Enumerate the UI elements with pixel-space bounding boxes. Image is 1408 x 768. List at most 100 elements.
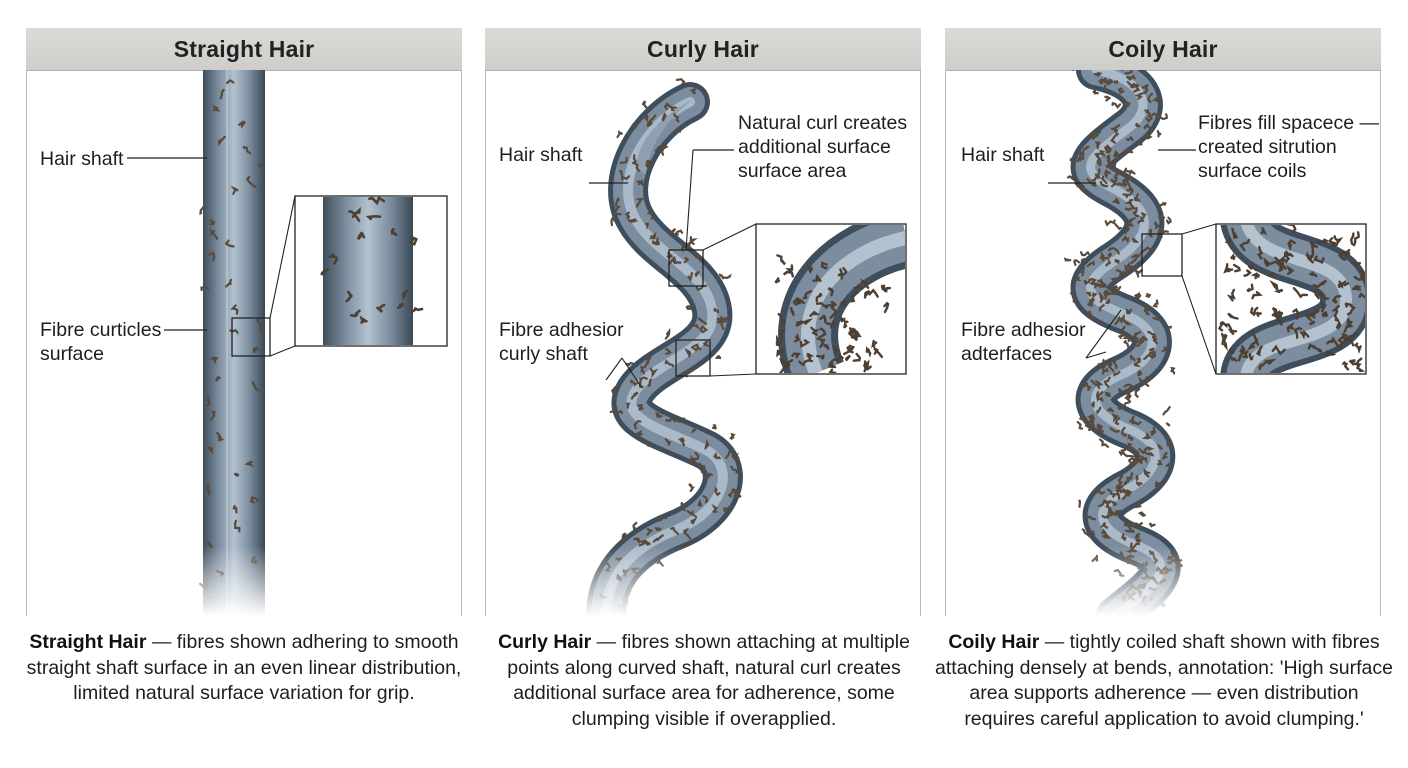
fibre-cluster <box>1143 467 1151 478</box>
fibre-cluster <box>1079 266 1086 277</box>
fibre-cluster <box>729 432 736 440</box>
fibre-cluster <box>670 526 680 536</box>
fibre-cluster <box>1140 211 1147 219</box>
fibre-cluster <box>1100 175 1108 185</box>
fibre-cluster <box>1117 474 1124 485</box>
fibre-cluster <box>1099 438 1110 448</box>
fibre-cluster <box>652 239 660 245</box>
fibre-cluster <box>641 100 649 110</box>
fibre-cluster <box>1237 345 1246 362</box>
fibre-cluster <box>1326 337 1335 345</box>
fibre-cluster <box>616 130 624 139</box>
fibre-cluster <box>655 411 663 419</box>
fibre-cluster <box>1073 259 1081 266</box>
fibre-cluster <box>1158 212 1166 220</box>
fibre-cluster <box>1101 358 1106 368</box>
fibre-cluster <box>825 320 837 330</box>
fibre-cluster <box>1107 362 1115 373</box>
fibre-cluster <box>1256 245 1264 260</box>
fibre-cluster <box>1122 174 1131 186</box>
fibre-cluster <box>645 356 652 365</box>
fibre-cluster <box>795 320 805 327</box>
fibre-cluster <box>703 472 713 479</box>
fibre-cluster <box>1123 520 1132 527</box>
fibre-cluster <box>725 447 734 459</box>
fibre-cluster <box>820 261 828 270</box>
fibre-cluster <box>1088 530 1096 537</box>
hair-shaft <box>203 70 265 616</box>
fibre-cluster <box>1111 197 1120 205</box>
fibre-cluster <box>665 416 677 423</box>
fibre-cluster <box>1312 255 1325 265</box>
fibre-cluster <box>1147 330 1156 339</box>
fibre-cluster <box>1279 255 1287 270</box>
fibre-cluster <box>694 270 700 277</box>
fibre-cluster <box>1128 217 1136 224</box>
fibre-cluster <box>645 161 651 169</box>
fibre-cluster <box>722 315 731 322</box>
fibre-cluster <box>689 88 697 95</box>
fibre-cluster <box>1122 451 1134 458</box>
fibre-cluster <box>863 365 872 373</box>
fibre-cluster <box>210 356 218 364</box>
fibre-cluster <box>1105 163 1114 169</box>
fibre-cluster <box>1164 462 1171 468</box>
fibre-cluster <box>1118 484 1124 490</box>
fibre-cluster <box>1107 252 1112 258</box>
fibre-cluster <box>636 404 645 411</box>
fibre-cluster <box>827 287 835 297</box>
fibre-cluster <box>1221 336 1228 352</box>
fibre-cluster <box>1125 169 1136 175</box>
magnified-inset <box>1215 223 1367 375</box>
fibre-cluster <box>320 268 329 276</box>
fibre-cluster <box>1114 315 1123 326</box>
fibre-cluster <box>1349 232 1356 247</box>
fibre-cluster <box>1109 427 1120 433</box>
fibre-cluster <box>1232 263 1241 273</box>
fibre-cluster <box>644 222 650 231</box>
fibre-cluster <box>643 114 649 122</box>
fibre-cluster <box>1129 472 1134 477</box>
fibre-cluster <box>1285 264 1296 276</box>
fibre-cluster <box>687 271 693 283</box>
fibre-cluster <box>1166 440 1172 448</box>
fibre-cluster <box>1159 113 1168 121</box>
fibre-cluster <box>1351 261 1361 268</box>
fibre-cluster <box>1123 271 1129 275</box>
fibre-cluster <box>1314 289 1320 300</box>
fibre-cluster <box>613 205 622 216</box>
caption-bold: Straight Hair <box>29 631 147 653</box>
fibre-cluster <box>1143 446 1155 452</box>
fibre-cluster <box>654 145 664 152</box>
fibre-cluster <box>1104 95 1112 102</box>
fibre-cluster <box>1091 282 1101 289</box>
fibre-cluster <box>1086 291 1092 297</box>
caption-text: — fibres shown attaching at multiple poi… <box>507 631 910 730</box>
label-fibre-line1: Fibre adhesior <box>499 319 624 341</box>
fibre-cluster <box>683 256 690 264</box>
fibre-cluster <box>224 239 235 248</box>
fibre-cluster <box>1104 219 1116 227</box>
fibre-cluster <box>205 396 211 408</box>
fibre-cluster <box>208 251 216 262</box>
fibre-cluster <box>1098 498 1109 508</box>
fibre-cluster <box>1122 193 1130 199</box>
fibre-cluster <box>1353 274 1365 281</box>
fibre-cluster <box>1123 149 1134 154</box>
fibre-cluster <box>402 289 409 301</box>
fibre-cluster <box>702 495 709 504</box>
fibre-cluster <box>1229 253 1237 261</box>
fibre-cluster <box>1161 346 1170 353</box>
fibre-cluster <box>1220 332 1228 341</box>
fibre-cluster <box>1248 353 1255 361</box>
fibre-cluster <box>843 344 856 356</box>
fibre-cluster <box>686 509 697 518</box>
fibre-cluster <box>396 302 405 310</box>
fibre-cluster <box>695 284 708 292</box>
fibre-cluster <box>871 339 878 349</box>
fibre-cluster <box>1097 280 1108 289</box>
fibre-cluster <box>1333 310 1340 323</box>
fibre-cluster <box>1106 158 1112 165</box>
fibre-cluster <box>1097 78 1104 85</box>
fibre-cluster <box>225 278 233 288</box>
